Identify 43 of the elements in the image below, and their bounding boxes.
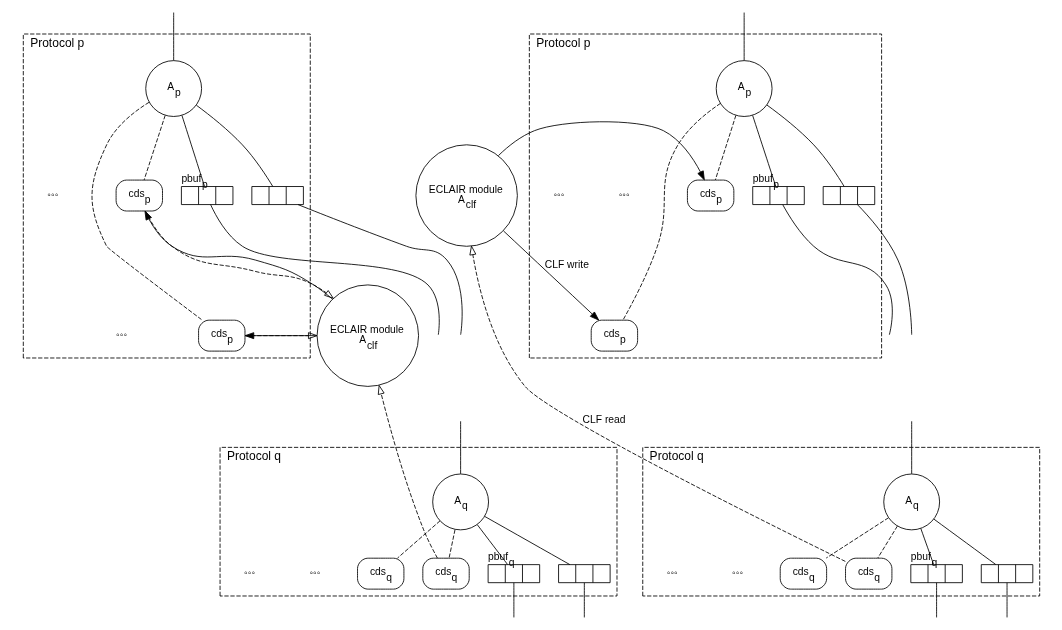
connector: [781, 204, 893, 336]
arrow: [468, 245, 846, 562]
connector: [919, 528, 934, 565]
edge-label: CLF read: [582, 413, 626, 425]
connector: [195, 104, 273, 187]
connector: [856, 204, 912, 336]
connector: [91, 101, 203, 321]
label: ◦◦◦: [308, 567, 320, 579]
connector: [825, 517, 889, 559]
connector: [448, 529, 455, 559]
connector: [1006, 582, 1007, 618]
connector: [143, 115, 166, 181]
connector: [583, 582, 585, 618]
arrow: [497, 121, 705, 181]
arrow: [244, 332, 317, 340]
label: ◦◦◦: [552, 189, 564, 201]
label: ◦◦◦: [666, 567, 678, 579]
connector: [743, 12, 745, 61]
connector: [483, 516, 570, 566]
label: ◦◦◦: [731, 567, 743, 579]
arrow: [502, 230, 599, 321]
connector: [765, 104, 845, 187]
connector: [935, 582, 937, 618]
connector: [297, 204, 463, 336]
connector: [181, 115, 205, 187]
label: ◦◦◦: [243, 567, 255, 579]
label: ◦◦◦: [46, 189, 58, 201]
connector: [396, 520, 440, 559]
connector: [876, 525, 898, 559]
label: ◦◦◦: [115, 329, 127, 341]
label: ◦◦◦: [618, 189, 630, 201]
connector: [209, 204, 440, 336]
connector: [459, 420, 461, 475]
connector: [910, 420, 912, 475]
connector: [476, 524, 508, 565]
connector: [622, 103, 721, 321]
connector: [932, 518, 996, 565]
connector: [714, 115, 736, 181]
edge-label: CLF write: [544, 259, 589, 271]
connector: [512, 582, 514, 618]
connector: [751, 115, 776, 187]
connector: [172, 12, 174, 61]
arrow: [377, 385, 438, 559]
